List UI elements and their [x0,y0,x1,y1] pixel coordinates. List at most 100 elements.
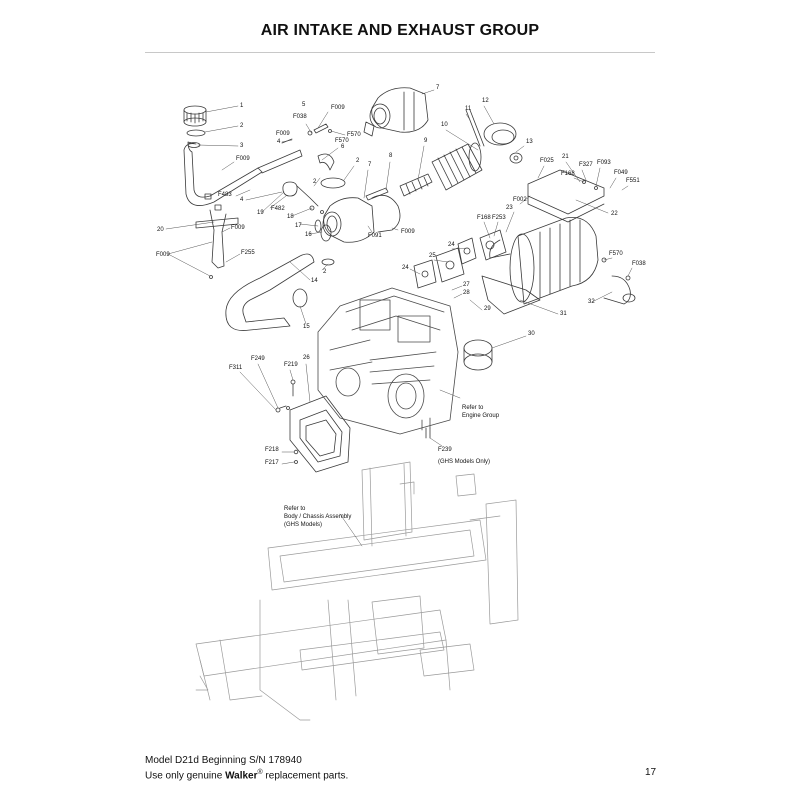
callout-label: F038 [293,114,307,120]
safety-filter-element [399,173,433,197]
page-number: 17 [645,767,657,778]
callout-label: F570 [347,132,361,138]
callout-label: 27 [463,282,470,288]
callout-label: F009 [236,156,250,162]
parts-suffix: replacement parts. [262,770,349,782]
tail-pipe [603,275,631,305]
title-divider [145,52,655,53]
brand-mark: ® [257,769,263,776]
chassis-frame [195,461,519,721]
callout-label: F009 [156,252,170,258]
chassis-note-line-1: Refer to [284,506,306,512]
callout-label: F049 [614,170,628,176]
muffler-mount-bracket [527,169,605,223]
callout-label: 12 [482,98,489,104]
intake-tube [183,141,263,206]
callout-label: 11 [465,106,472,112]
intake-elbow-tube [257,149,303,174]
callout-label: 19 [257,210,264,216]
chassis-note-line-3: (GHS Models) [284,522,322,528]
callout-label: 18 [287,214,294,220]
callout-label: 24 [402,265,409,271]
callout-label: F570 [335,138,349,144]
mounting-band [365,187,401,233]
callout-label: 3 [240,143,244,149]
callout-label: F219 [284,362,298,368]
callout-label: 7 [436,85,440,91]
callout-label: 2 [323,269,327,275]
muffler [489,217,599,305]
callout-label: F249 [251,356,265,362]
callout-label: 2 [356,158,360,164]
intake-hose [225,253,315,331]
air-shroud [289,395,351,473]
callout-label: F483 [218,192,232,198]
callout-label: 15 [303,324,310,330]
engine [317,287,459,435]
primary-filter-element [431,142,483,191]
callout-label: 32 [588,299,595,305]
parts-prefix: Use only genuine [145,770,226,782]
callout-label: 24 [448,242,455,248]
callout-label: F009 [231,225,245,231]
callout-label: F168 [561,171,575,177]
wing-nut [509,152,523,164]
callout-label: 25 [429,253,436,259]
callout-label: 4 [277,139,281,145]
callout-label: F217 [265,460,279,466]
callout-label: 30 [528,331,535,337]
callout-label: 4 [240,197,244,203]
callout-label: F009 [276,131,290,137]
air-cleaner-housing-lower [322,197,375,243]
hose-clamp [320,177,346,189]
callout-label: 20 [157,227,164,233]
callout-label: F253 [492,215,506,221]
callout-label: F311 [229,365,243,371]
engine-note-line-2: Engine Group [462,413,500,419]
mount-bracket [209,209,227,269]
callout-label: 2 [313,179,317,185]
callout-label: F009 [401,229,415,235]
leader-lines [165,89,633,547]
callout-label: 7 [368,162,372,168]
callout-label: F093 [597,160,611,166]
callout-label: F551 [626,178,640,184]
callout-label: F218 [265,447,279,453]
engine-note-line-1: Refer to [462,405,484,411]
callout-label: 23 [506,205,513,211]
callout-label: F327 [579,162,593,168]
hose-clamp [321,258,335,266]
callout-label: F025 [540,158,554,164]
callout-label: 21 [562,154,569,160]
callout-label: F168 [477,215,491,221]
callout-label: 10 [441,122,448,128]
footer-parts-line: Use only genuine Walker® replacement par… [145,767,348,782]
callout-label: F255 [241,250,255,256]
heat-shield [481,275,541,315]
callout-label: F482 [271,206,285,212]
chassis-note-line-2: Body / Chassis Assembly [284,514,351,520]
callout-label: 28 [463,290,470,296]
hose-clamp [186,129,206,137]
callout-label: 9 [424,138,428,144]
precleaner-cap [183,105,207,127]
callout-label: F009 [331,105,345,111]
callout-label: F239 [438,447,452,453]
callout-label: 31 [560,311,567,317]
page-title: AIR INTAKE AND EXHAUST GROUP [260,22,540,39]
hose-clamp [292,288,308,308]
brand-name: Walker [225,770,258,782]
end-cap [483,122,517,146]
ghs-note: (GHS Models Only) [438,459,490,465]
footer-model-line: Model D21d Beginning S/N 178940 [145,755,302,767]
callout-label: 5 [302,102,306,108]
model-text: Model D21d Beginning S/N 178940 [145,755,302,766]
callout-label: 26 [303,355,310,361]
callout-label: F091 [368,233,382,239]
callout-label: F002 [513,197,527,203]
callout-label: 8 [389,153,393,159]
callout-label: F038 [632,261,646,267]
